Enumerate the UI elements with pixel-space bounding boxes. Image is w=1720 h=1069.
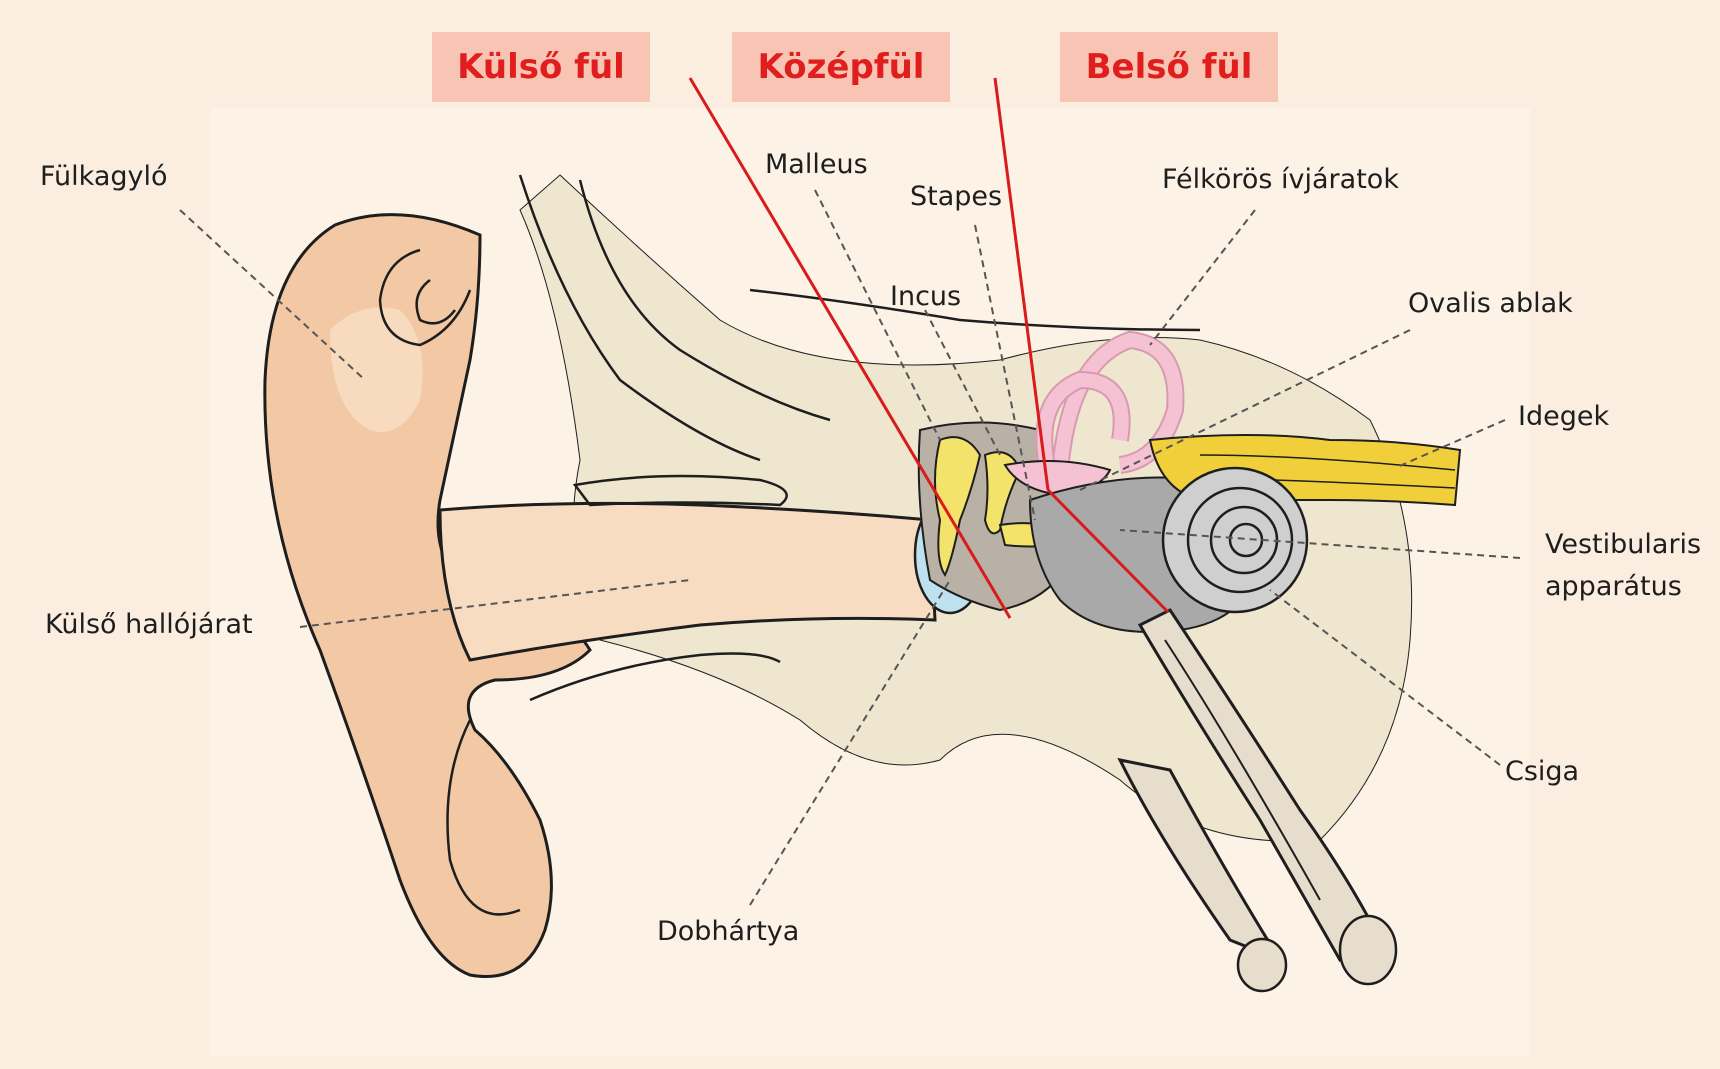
label-vestibular-line1: Vestibularis: [1545, 528, 1701, 562]
region-inner-ear: Belső fül: [1060, 32, 1278, 102]
label-eardrum: Dobhártya: [657, 915, 799, 949]
vessel-end-1: [1340, 916, 1396, 984]
label-stapes: Stapes: [910, 180, 1002, 214]
label-pinna: Fülkagyló: [40, 160, 168, 194]
label-oval-window: Ovalis ablak: [1408, 287, 1573, 321]
label-ear-canal: Külső hallójárat: [45, 608, 253, 642]
label-incus: Incus: [890, 280, 961, 314]
label-malleus: Malleus: [765, 148, 868, 182]
label-semicircular-canals: Félkörös ívjáratok: [1162, 163, 1399, 197]
cochlea-shell: [1163, 468, 1307, 612]
label-nerves: Idegek: [1518, 400, 1609, 434]
label-cochlea: Csiga: [1505, 755, 1579, 789]
region-outer-ear: Külső fül: [432, 32, 650, 102]
vessel-end-2: [1238, 939, 1286, 991]
region-middle-ear: Középfül: [732, 32, 950, 102]
label-vestibular-line2: apparátus: [1545, 570, 1682, 604]
